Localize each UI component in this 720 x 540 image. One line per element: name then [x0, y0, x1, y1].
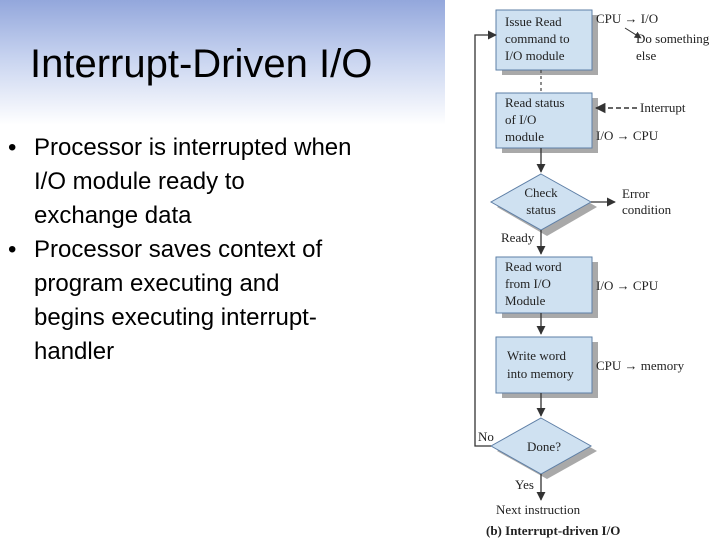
side-label: CPU → I/O — [596, 11, 658, 26]
bullet-item: • Processor is interrupted when I/O modu… — [8, 131, 428, 233]
box-text: Read word — [505, 259, 562, 274]
bullet-list: • Processor is interrupted when I/O modu… — [8, 131, 428, 369]
no-label: No — [478, 429, 494, 444]
decision-check-status: Check status — [489, 173, 597, 236]
side-label: I/O → CPU — [596, 128, 659, 143]
next-instruction-label: Next instruction — [496, 502, 581, 517]
box-text: module — [505, 129, 544, 144]
error-label: Error — [622, 186, 650, 201]
title-band — [0, 0, 445, 125]
box-text: from I/O — [505, 276, 551, 291]
bullet-icon: • — [8, 236, 17, 263]
flowchart: Issue Read command to I/O module CPU → I… — [474, 9, 710, 538]
box-text: Issue Read — [505, 14, 562, 29]
bullet-line: handler — [34, 338, 115, 365]
box-text: of I/O — [505, 112, 536, 127]
slide-title: Interrupt-Driven I/O — [30, 42, 373, 86]
side-label: I/O → CPU — [596, 278, 659, 293]
ready-label: Ready — [501, 230, 535, 245]
flow-box-issue-read: Issue Read command to I/O module — [495, 9, 598, 75]
bullet-line: Processor is interrupted when — [34, 134, 352, 161]
bullet-line: program executing and — [34, 270, 280, 297]
yes-label: Yes — [515, 477, 534, 492]
bullet-line: begins executing interrupt- — [34, 304, 317, 331]
decision-text: status — [526, 202, 556, 217]
flow-box-write-word: Write word into memory — [495, 336, 598, 398]
box-text: command to — [505, 31, 570, 46]
box-text: into memory — [507, 366, 574, 381]
box-text: Module — [505, 293, 546, 308]
bullet-icon: • — [8, 134, 17, 161]
note-label: Interrupt — [640, 100, 686, 115]
note-label: else — [636, 48, 656, 63]
decision-done: Done? — [489, 417, 597, 479]
bullet-item: • Processor saves context of program exe… — [8, 233, 428, 369]
bullet-line: Processor saves context of — [34, 236, 323, 263]
box-text: Read status — [505, 95, 565, 110]
box-text: Write word — [507, 348, 567, 363]
bullet-line: exchange data — [34, 202, 192, 229]
bullet-line: I/O module ready to — [34, 168, 245, 195]
diagram-caption: (b) Interrupt-driven I/O — [486, 523, 620, 538]
flow-box-read-status: Read status of I/O module — [495, 92, 598, 153]
decision-text: Check — [524, 185, 558, 200]
decision-text: Done? — [527, 439, 561, 454]
flow-box-read-word: Read word from I/O Module — [495, 256, 598, 318]
side-label: CPU → memory — [596, 358, 685, 373]
box-text: I/O module — [505, 48, 565, 63]
no-loop-arrow — [474, 30, 497, 447]
note-label: Do something — [636, 31, 710, 46]
error-label: condition — [622, 202, 672, 217]
